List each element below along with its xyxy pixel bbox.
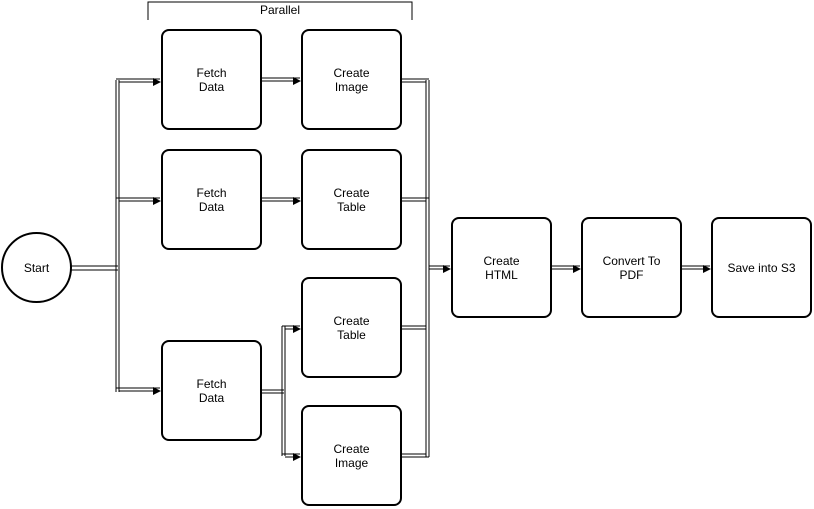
- edge-from-create-4: [402, 453, 429, 458]
- edge-to-fetch-1: [116, 79, 160, 82]
- edge-from-create-3: [402, 325, 426, 330]
- save-s3-node[interactable]: Save into S3: [711, 217, 812, 318]
- start-node[interactable]: Start: [1, 232, 72, 303]
- edge-branch-vertical: [115, 80, 120, 392]
- edge-to-create-html: [429, 266, 450, 269]
- create-html-node[interactable]: Create HTML: [451, 217, 552, 318]
- edge-from-create-1: [402, 78, 429, 83]
- edge-fetch2-create2: [262, 198, 300, 201]
- fetch-data-node-3[interactable]: Fetch Data: [161, 340, 262, 441]
- edge-pdf-s3: [681, 266, 710, 269]
- edge-html-pdf: [551, 266, 580, 269]
- edge-to-fetch-2: [116, 198, 160, 201]
- edge-split-vertical: [281, 326, 286, 456]
- edge-from-create-2: [402, 197, 429, 202]
- edge-fetch3-split: [262, 389, 284, 394]
- edge-start-branch: [71, 265, 118, 271]
- edge-to-fetch-3: [116, 388, 160, 391]
- convert-pdf-node[interactable]: Convert To PDF: [581, 217, 682, 318]
- edge-to-create-image-3: [282, 454, 300, 457]
- create-image-node-1[interactable]: Create Image: [301, 29, 402, 130]
- edge-merge-vertical: [425, 80, 430, 457]
- create-image-node-3[interactable]: Create Image: [301, 405, 402, 506]
- edge-fetch1-create1: [262, 78, 300, 81]
- parallel-label: Parallel: [259, 3, 301, 17]
- fetch-data-node-1[interactable]: Fetch Data: [161, 29, 262, 130]
- edge-to-create-table-3: [282, 326, 300, 329]
- fetch-data-node-2[interactable]: Fetch Data: [161, 149, 262, 250]
- create-table-node-3[interactable]: Create Table: [301, 277, 402, 378]
- create-table-node-2[interactable]: Create Table: [301, 149, 402, 250]
- parallel-bracket: [147, 1, 413, 20]
